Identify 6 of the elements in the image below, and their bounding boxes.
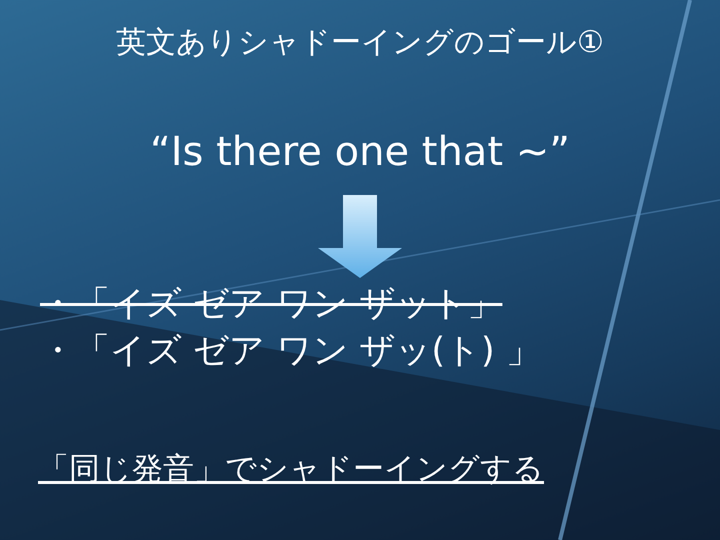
- slide-title: 英文ありシャドーイングのゴール①: [115, 24, 605, 62]
- slide-text: ・「イズ ゼア ワン ザッ(ト) 」: [40, 330, 542, 373]
- slide-text: “Is there one that ~”: [149, 128, 571, 176]
- slide-text: ・「イズ ゼア ワン ザット」: [40, 282, 502, 326]
- note-text: 「同じ発音」でシャドーイングする: [38, 450, 544, 489]
- down-arrow: [318, 195, 402, 278]
